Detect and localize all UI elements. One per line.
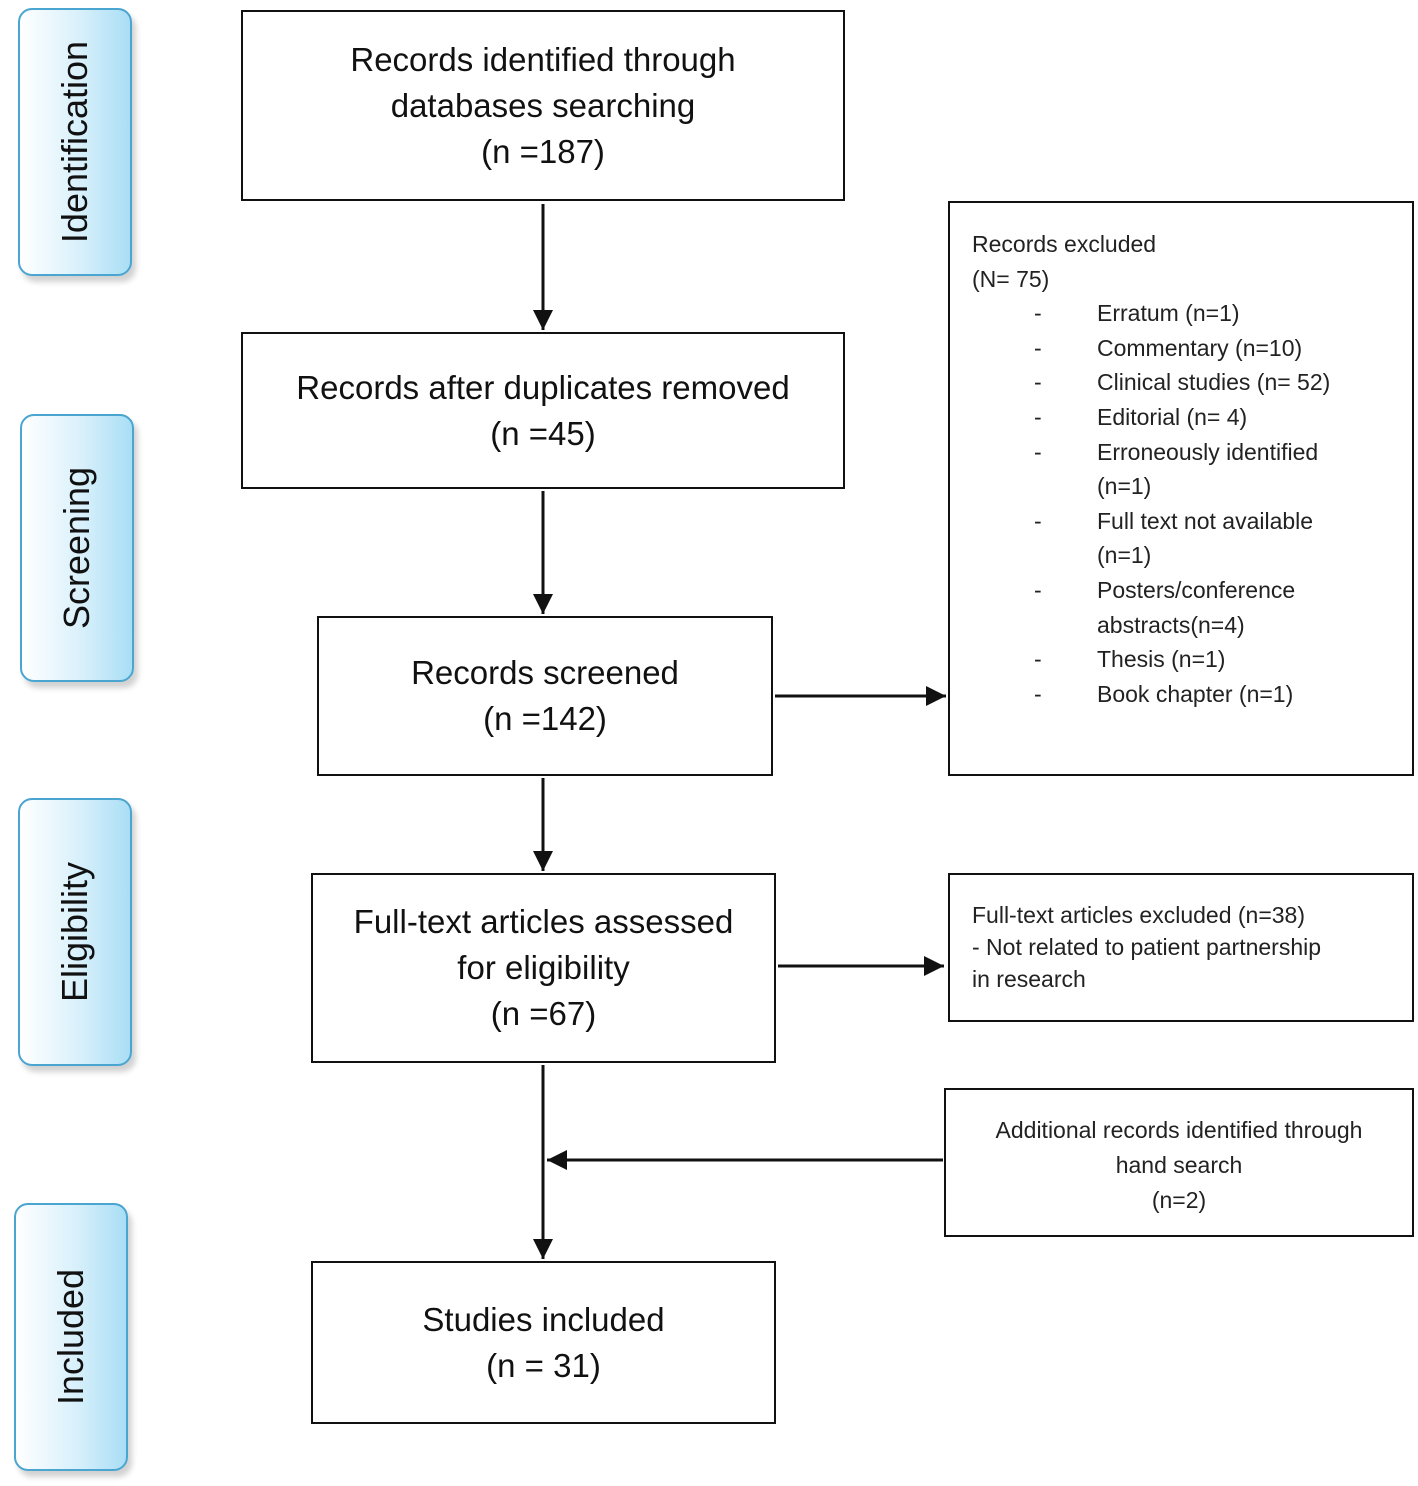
box-text-line: - Not related to patient partnership <box>972 934 1322 960</box>
box-count: (n =142) <box>483 700 607 737</box>
list-item-continuation: (n=1) <box>972 538 1412 573</box>
box-text-line: in research <box>972 966 1086 992</box>
box-text-line: hand search <box>1115 1152 1243 1178</box>
list-item: - Erratum (n=1) <box>972 296 1412 331</box>
list-item-text: Full text not available <box>1097 507 1314 534</box>
list-item: - Editorial (n= 4) <box>972 400 1412 435</box>
stage-label-identification: Identification <box>18 8 132 276</box>
box-count: (n =67) <box>490 995 597 1032</box>
box-text-line: Full-text articles excluded (n=38) <box>972 902 1306 928</box>
list-item-text: Erratum (n=1) <box>1097 300 1240 327</box>
box-text-line: Records after duplicates removed <box>296 368 790 406</box>
dash: - <box>1034 334 1042 361</box>
list-item-text: abstracts(n=4) <box>1097 611 1245 638</box>
box-text-line: Records screened <box>411 654 679 691</box>
excluded-title: Records excluded <box>972 231 1157 257</box>
list-item-text: Clinical studies (n= 52) <box>1097 369 1331 396</box>
additional-records-box: Additional records identified through ha… <box>944 1088 1414 1237</box>
list-item-text: Thesis (n=1) <box>1097 646 1226 673</box>
list-item-continuation: abstracts(n=4) <box>972 608 1412 643</box>
list-item-text: Book chapter (n=1) <box>1097 680 1294 707</box>
box-count: (n =187) <box>481 132 605 170</box>
stage-label-included: Included <box>14 1203 128 1471</box>
box-text-line: Additional records identified through <box>995 1117 1363 1143</box>
dash: - <box>1034 300 1042 327</box>
list-item: - Clinical studies (n= 52) <box>972 365 1412 400</box>
box-text-line: Records identified through <box>350 40 736 78</box>
box-text-line: Studies included <box>422 1300 665 1338</box>
box-count: (n=2) <box>1151 1187 1207 1213</box>
dash: - <box>1034 369 1042 396</box>
fulltext-assessed-box: Full-text articles assessed for eligibil… <box>311 873 776 1063</box>
list-item: - Posters/conference <box>972 573 1412 608</box>
list-item-continuation: (n=1) <box>972 469 1412 504</box>
stage-label-eligibility: Eligibility <box>18 798 132 1066</box>
records-screened-box: Records screened (n =142) <box>317 616 773 776</box>
list-item: - Commentary (n=10) <box>972 331 1412 366</box>
records-after-duplicates-box: Records after duplicates removed (n =45) <box>241 332 845 489</box>
stage-label-screening: Screening <box>20 414 134 682</box>
box-text-line: Full-text articles assessed <box>353 903 734 940</box>
list-item-text: (n=1) <box>1097 473 1152 500</box>
dash: - <box>1034 576 1042 603</box>
list-item: - Thesis (n=1) <box>972 642 1412 677</box>
list-item: - Erroneously identified <box>972 435 1412 470</box>
list-item-text: Erroneously identified <box>1097 438 1319 465</box>
studies-included-box: Studies included (n = 31) <box>311 1261 776 1424</box>
box-count: (n = 31) <box>486 1346 601 1384</box>
fulltext-excluded-box: Full-text articles excluded (n=38) - Not… <box>948 873 1414 1022</box>
records-excluded-box: Records excluded (N= 75) - Erratum (n=1) … <box>948 201 1414 776</box>
excluded-reasons-list: - Erratum (n=1) - Commentary (n=10) - Clini… <box>972 296 1412 711</box>
dash: - <box>1034 680 1042 707</box>
dash: - <box>1034 403 1042 430</box>
box-text-line: for eligibility <box>457 949 630 986</box>
list-item-text: Editorial (n= 4) <box>1097 403 1248 430</box>
list-item: - Full text not available <box>972 504 1412 539</box>
dash: - <box>1034 646 1042 673</box>
list-item: - Book chapter (n=1) <box>972 677 1412 712</box>
list-item-text: Posters/conference <box>1097 576 1296 603</box>
dash: - <box>1034 438 1042 465</box>
list-item-text: Commentary (n=10) <box>1097 334 1303 361</box>
box-text-line: databases searching <box>390 86 696 124</box>
box-count: (n =45) <box>490 414 596 452</box>
excluded-total: (N= 75) <box>972 265 1050 292</box>
list-item-text: (n=1) <box>1097 542 1152 569</box>
dash: - <box>1034 507 1042 534</box>
records-identified-box: Records identified through databases sea… <box>241 10 845 201</box>
